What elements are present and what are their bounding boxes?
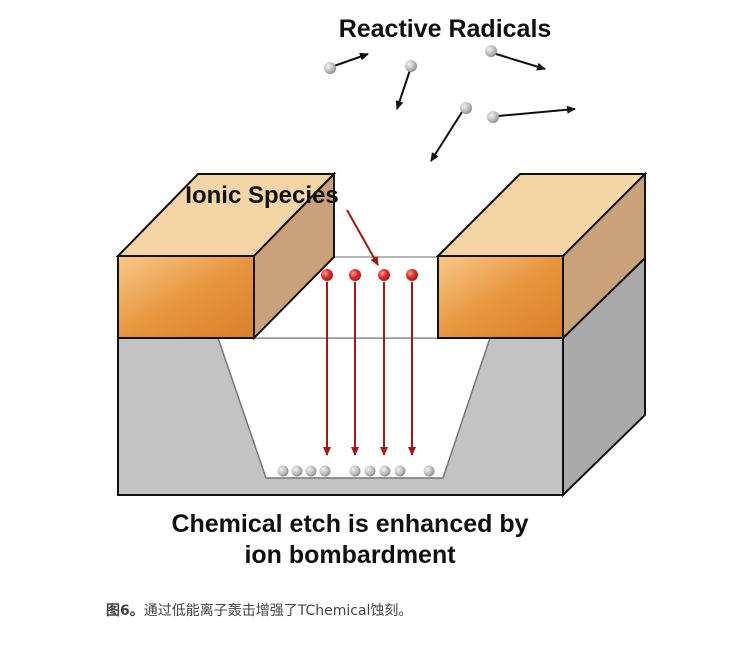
ion-3: [378, 269, 390, 281]
bottom-radical: [379, 465, 391, 477]
figure-number: 图6。: [106, 603, 144, 619]
bottom-radicals: [277, 465, 435, 477]
ion-4: [406, 269, 418, 281]
bottom-radical: [349, 465, 361, 477]
result-label-line1: Chemical etch is enhanced by: [171, 510, 528, 538]
radical: [460, 102, 472, 114]
radical-arrow: [333, 52, 369, 67]
radical: [324, 62, 336, 74]
bottom-radical: [423, 465, 435, 477]
ionic-species-label: Ionic Species: [185, 182, 338, 209]
bottom-radical: [394, 465, 406, 477]
right-mask-front: [437, 255, 564, 339]
radical: [485, 45, 497, 57]
reactive-radicals-label: Reactive Radicals: [339, 15, 552, 43]
radical: [487, 111, 499, 123]
figure-caption: 图6。通过低能离子轰击增强了TChemical蚀刻。: [106, 600, 412, 620]
caption-text: 通过低能离子轰击增强了TChemical蚀刻。: [143, 603, 413, 619]
ion-arrows: [323, 282, 416, 456]
bottom-radical: [291, 465, 303, 477]
left-mask-front: [117, 255, 255, 339]
ion-2: [349, 269, 361, 281]
ionic-species-pointer: [346, 209, 379, 266]
radical-arrow: [495, 53, 546, 71]
bottom-radical: [305, 465, 317, 477]
etch-diagram: Reactive Radicals Ionic Species Chemical…: [115, 15, 648, 569]
bottom-radical: [364, 465, 376, 477]
bottom-radical: [319, 465, 331, 477]
radical-arrow: [430, 111, 463, 162]
bottom-radical: [277, 465, 289, 477]
radical: [405, 60, 417, 72]
ion-1: [321, 269, 333, 281]
radical-arrow: [395, 69, 411, 110]
result-label-line2: ion bombardment: [244, 541, 456, 569]
reactive-radicals-group: [324, 45, 576, 162]
radical-arrow: [497, 105, 576, 117]
